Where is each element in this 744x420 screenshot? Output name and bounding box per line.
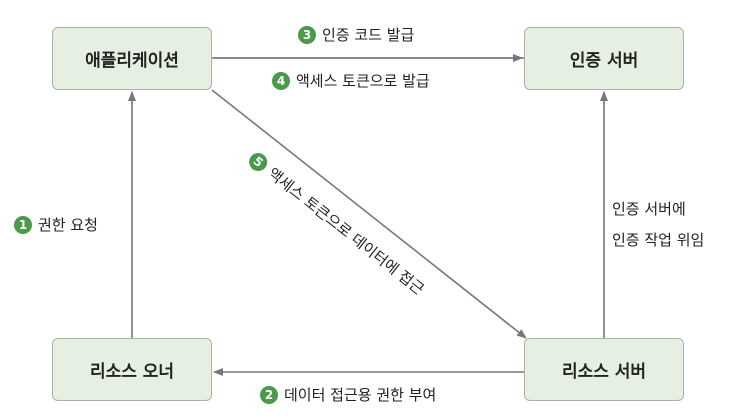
step-badge: 2 bbox=[260, 385, 278, 404]
step-badge: 1 bbox=[14, 215, 32, 234]
node-application-label: 애플리케이션 bbox=[85, 51, 179, 71]
delegate-note: 인증 서버에 인증 작업 위임 bbox=[612, 194, 704, 256]
edge-3-label: 3 인증 코드 발급 bbox=[298, 24, 414, 45]
step-badge: 4 bbox=[272, 71, 290, 90]
edge-1-label: 1 권한 요청 bbox=[14, 214, 98, 235]
edge-1-text: 권한 요청 bbox=[38, 216, 98, 234]
node-resource-owner-label: 리소스 오너 bbox=[89, 362, 175, 382]
step-badge: 3 bbox=[298, 25, 316, 44]
edge-5-arrow bbox=[211, 89, 527, 339]
node-resource-owner: 리소스 오너 bbox=[52, 338, 212, 401]
node-resource-server: 리소스 서버 bbox=[524, 338, 684, 401]
edge-3-text: 인증 코드 발급 bbox=[322, 26, 415, 44]
edge-2-text: 데이터 접근용 권한 부여 bbox=[284, 386, 437, 404]
delegate-note-line2: 인증 작업 위임 bbox=[612, 231, 705, 249]
node-auth-server-label: 인증 서버 bbox=[569, 51, 639, 71]
edge-4-text: 액세스 토큰으로 발급 bbox=[296, 72, 430, 90]
node-auth-server: 인증 서버 bbox=[524, 27, 684, 90]
node-resource-server-label: 리소스 서버 bbox=[561, 362, 647, 382]
edge-4-label: 4 액세스 토큰으로 발급 bbox=[272, 70, 430, 91]
node-application: 애플리케이션 bbox=[52, 27, 212, 90]
delegate-note-line1: 인증 서버에 bbox=[612, 200, 686, 218]
edge-2-label: 2 데이터 접근용 권한 부여 bbox=[260, 384, 436, 405]
